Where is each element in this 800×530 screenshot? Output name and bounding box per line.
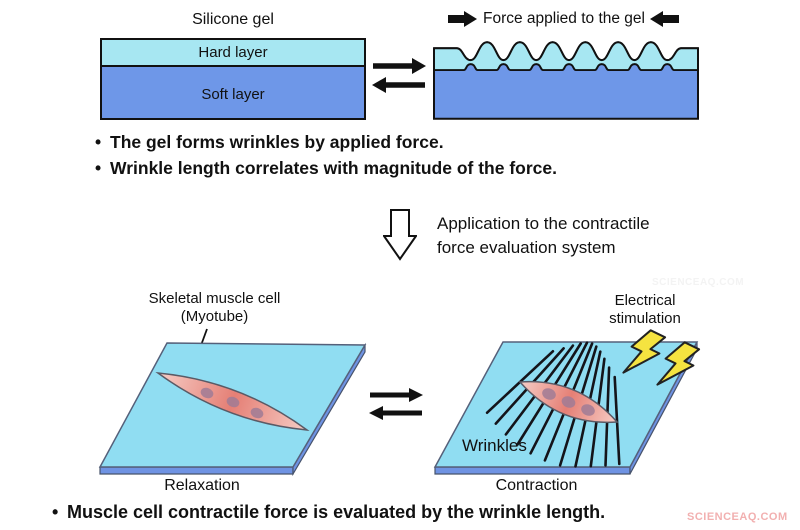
bullet-gel-wrinkles-text: The gel forms wrinkles by applied force. [110, 132, 444, 152]
equilibrium-arrows-icon [372, 58, 426, 93]
bullet-marker: • [95, 132, 102, 152]
soft-layer-shape [100, 65, 366, 120]
cell-nucleus [561, 396, 576, 408]
relaxation-label: Relaxation [164, 477, 240, 494]
soft-layer-label: Soft layer [201, 86, 265, 103]
cell-nucleus [226, 396, 240, 408]
force-label: Force applied to the gel [483, 10, 645, 27]
cell-nucleus [581, 404, 595, 416]
bullet-wrinkle-length-text: Wrinkle length correlates with magnitude… [110, 158, 557, 178]
lightning-bolt [622, 329, 667, 374]
right-arrow-head [409, 388, 423, 402]
gel-bullet-list: • The gel forms wrinkles by applied forc… [95, 129, 760, 181]
myotube-label: Skeletal muscle cell (Myotube) [112, 290, 317, 326]
bullet-gel-wrinkles: • The gel forms wrinkles by applied forc… [95, 129, 760, 155]
electrical-label-line2: stimulation [609, 310, 681, 327]
left-arrow-head [369, 406, 383, 420]
plate-front-edge [434, 466, 631, 475]
flat-gel-diagram [100, 38, 366, 120]
lightning-bolts-icon [622, 329, 701, 386]
watermark: SCIENCEAQ.COM [687, 511, 788, 523]
bullet-marker: • [52, 502, 59, 522]
wrinkles-label: Wrinkles [462, 436, 527, 455]
cell-nucleus [250, 407, 264, 419]
left-arrow-head [372, 77, 386, 93]
contraction-label: Contraction [495, 477, 578, 494]
force-label-row: Force applied to the gel [430, 10, 698, 28]
right-arrow-head [412, 58, 426, 74]
electrical-label-line1: Electrical [614, 292, 676, 309]
cell-nucleus [542, 388, 556, 400]
plate-front-edge [99, 466, 294, 475]
bullet-conclusion: • Muscle cell contractile force is evalu… [52, 499, 772, 525]
bullet-wrinkle-length: • Wrinkle length correlates with magnitu… [95, 155, 760, 181]
hard-layer-shape [100, 38, 366, 67]
bullet-conclusion-text: Muscle cell contractile force is evaluat… [67, 502, 606, 522]
force-left-arrow-icon [650, 11, 679, 27]
force-right-arrow-icon [448, 11, 477, 27]
watermark-faint: SCIENCEAQ.COM [652, 277, 745, 288]
cell-nucleus [200, 387, 214, 399]
myotube-label-line1: Skeletal muscle cell [148, 290, 281, 307]
bullet-marker: • [95, 158, 102, 178]
wrinkled-hard-layer-shape [433, 41, 699, 72]
silicone-gel-title: Silicone gel [192, 11, 274, 28]
hard-layer-label: Hard layer [198, 44, 268, 61]
contraction-plate-diagram [433, 341, 699, 475]
equilibrium-arrows-icon [369, 388, 423, 420]
relaxation-plate-diagram [98, 342, 367, 476]
down-block-arrow-icon [383, 209, 417, 261]
application-line1: Application to the contractile [437, 214, 650, 233]
lightning-bolt [656, 341, 701, 386]
myotube-label-line2: (Myotube) [180, 308, 249, 325]
application-line2: force evaluation system [437, 238, 616, 257]
application-text: Application to the contractile force eva… [437, 212, 650, 260]
electrical-stimulation-label: Electrical stimulation [586, 292, 704, 328]
wrinkled-gel-diagram [433, 41, 699, 120]
